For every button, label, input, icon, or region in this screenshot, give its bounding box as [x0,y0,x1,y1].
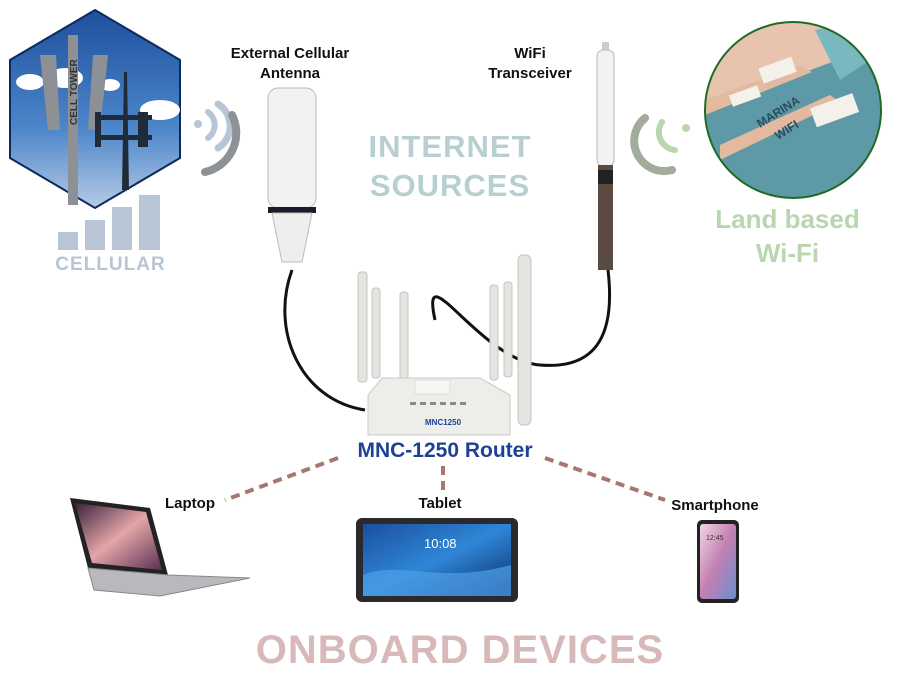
wifi-transceiver-label-line1: WiFi [514,45,546,62]
smartphone-label: Smartphone [671,497,759,514]
svg-text:10:08: 10:08 [424,536,457,551]
wifi-signal-icon [630,114,690,175]
signal-bars-icon [58,195,160,250]
external-antenna-icon [267,87,317,263]
marina-wifi-icon: MARINA WIFI [704,21,882,199]
router-label: MNC-1250 Router [357,439,533,462]
external-antenna-label-line2: Antenna [260,64,320,82]
land-wifi-line1: Land based [715,204,860,234]
land-wifi-title: Land based Wi-Fi [695,203,880,271]
svg-text:12:45: 12:45 [706,535,724,542]
external-antenna-label-line1: External Cellular [230,45,350,62]
wifi-transceiver-icon [596,42,615,270]
cell-tower-icon: CELL TOWER [9,8,181,210]
land-wifi-line2: Wi-Fi [755,237,820,268]
tablet-label: Tablet [418,495,462,512]
internet-sources-line1: INTERNET [368,129,532,164]
laptop-label: Laptop [165,495,215,512]
smartphone-icon: 12:45 [697,520,739,603]
onboard-devices-title: ONBOARD DEVICES [255,628,665,672]
internet-sources-title: INTERNET SOURCES [345,128,555,206]
laptop-icon [70,498,251,597]
tablet-icon: 10:08 [356,518,518,602]
external-antenna-label: External Cellular Antenna [210,44,370,83]
wifi-transceiver-label: WiFi Transceiver [470,44,590,83]
wireless-signal-icon [194,100,241,176]
svg-text:CELL TOWER: CELL TOWER [69,58,80,125]
cellular-label: CELLULAR [55,254,166,275]
svg-text:MNC1250: MNC1250 [425,418,462,427]
wifi-transceiver-label-line2: Transceiver [488,64,572,82]
antenna-cable [283,269,366,412]
router-icon: MNC1250 [357,254,532,436]
device-links [224,456,666,502]
internet-sources-line2: SOURCES [369,167,531,203]
